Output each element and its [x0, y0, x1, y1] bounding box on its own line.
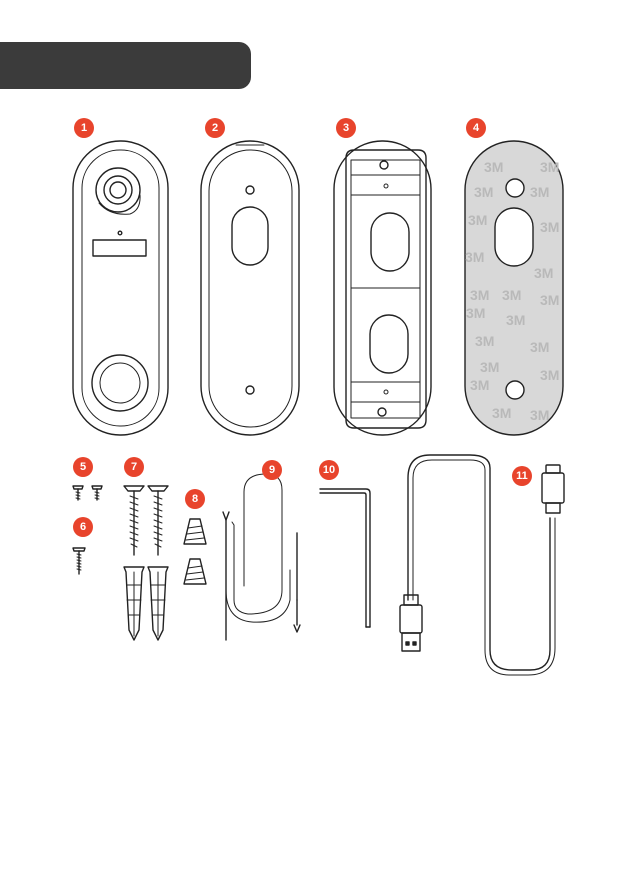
svg-text:3M: 3M: [470, 377, 489, 393]
svg-text:3M: 3M: [480, 359, 499, 375]
svg-text:3M: 3M: [468, 212, 487, 228]
svg-text:3M: 3M: [540, 292, 559, 308]
svg-text:3M: 3M: [474, 184, 493, 200]
svg-text:3M: 3M: [506, 312, 525, 328]
wedge-bracket-icon: [333, 140, 432, 436]
doorbell-icon: [72, 140, 169, 436]
svg-text:3M: 3M: [540, 159, 559, 175]
svg-text:3M: 3M: [475, 333, 494, 349]
svg-text:3M: 3M: [465, 249, 484, 265]
item-number-badge: 5: [73, 457, 93, 477]
wire-nuts-icon: [183, 518, 207, 585]
svg-text:3M: 3M: [492, 405, 511, 421]
item-number-badge: 9: [262, 460, 282, 480]
screws-and-anchors-icon: [123, 485, 169, 641]
item-number-badge: 7: [124, 457, 144, 477]
item-number-badge: 3: [336, 118, 356, 138]
item-number-badge: 8: [185, 489, 205, 509]
section-header-bar: [0, 42, 251, 89]
item-number-badge: 11: [512, 466, 532, 486]
small-screws-icon: [72, 485, 103, 501]
svg-text:3M: 3M: [534, 265, 553, 281]
item-number-badge: 10: [319, 460, 339, 480]
mounting-plate-icon: [200, 140, 300, 436]
hex-key-icon: [319, 488, 371, 628]
item-number-badge: 6: [73, 517, 93, 537]
usb-cable-icon: [399, 454, 565, 676]
svg-text:3M: 3M: [530, 184, 549, 200]
svg-text:3M: 3M: [530, 407, 549, 423]
item-number-badge: 4: [466, 118, 486, 138]
svg-text:3M: 3M: [530, 339, 549, 355]
sticker-text: 3M: [484, 159, 503, 175]
extension-wire-icon: [222, 473, 301, 641]
item-number-badge: 2: [205, 118, 225, 138]
item-number-badge: 1: [74, 118, 94, 138]
svg-text:3M: 3M: [470, 287, 489, 303]
svg-text:3M: 3M: [540, 367, 559, 383]
adhesive-sticker-icon: 3M 3M 3M 3M 3M 3M 3M 3M 3M 3M 3M 3M 3M 3…: [464, 140, 564, 436]
svg-text:3M: 3M: [540, 219, 559, 235]
svg-text:3M: 3M: [466, 305, 485, 321]
svg-text:3M: 3M: [502, 287, 521, 303]
screw-icon: [72, 547, 86, 575]
